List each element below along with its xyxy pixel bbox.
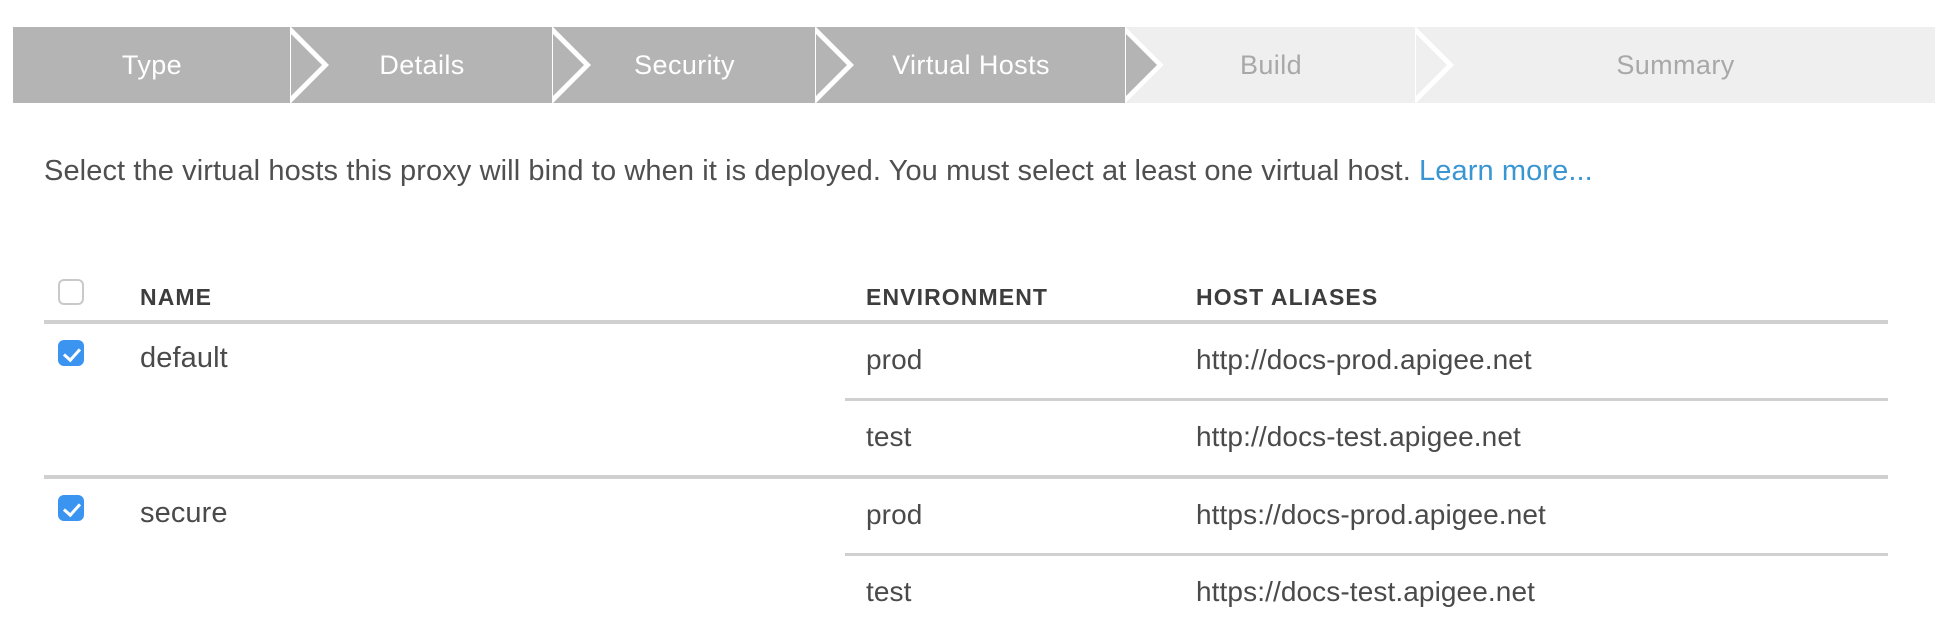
cell-virtual-host-name: default xyxy=(140,342,228,374)
virtual-hosts-table: NAME ENVIRONMENT HOST ALIASES default pr… xyxy=(0,268,1949,630)
cell-host-alias: http://docs-test.apigee.net xyxy=(1196,421,1521,452)
cell-environment: test xyxy=(866,421,912,452)
cell-host-alias: https://docs-prod.apigee.net xyxy=(1196,499,1546,530)
wizard-stepper: Type Details Security Virtual Hosts Buil… xyxy=(13,27,1935,103)
stepper-notch xyxy=(1415,27,1453,103)
stepper-step-build[interactable]: Build xyxy=(1125,27,1454,103)
stepper-notch xyxy=(815,27,853,103)
row-checkbox[interactable] xyxy=(58,495,84,521)
stepper-notch xyxy=(1125,27,1163,103)
table-row[interactable]: secure prod https://docs-prod.apigee.net xyxy=(0,479,1949,553)
stepper-step-type[interactable]: Type xyxy=(13,27,329,103)
stepper-step-virtual-hosts[interactable]: Virtual Hosts xyxy=(815,27,1164,103)
stepper-step-security[interactable]: Security xyxy=(552,27,854,103)
row-checkbox-cell xyxy=(58,340,84,371)
table-header-row: NAME ENVIRONMENT HOST ALIASES xyxy=(0,268,1949,320)
stepper-step-summary[interactable]: Summary xyxy=(1415,27,1935,103)
row-divider xyxy=(845,398,1888,401)
group-divider xyxy=(44,475,1888,479)
cell-environment: prod xyxy=(866,499,923,530)
table-row[interactable]: test https://docs-test.apigee.net xyxy=(0,556,1949,630)
page-description: Select the virtual hosts this proxy will… xyxy=(44,155,1593,188)
cell-virtual-host-name: secure xyxy=(140,497,228,529)
cell-host-alias: https://docs-test.apigee.net xyxy=(1196,576,1536,607)
stepper-step-label: Virtual Hosts xyxy=(892,49,1050,80)
stepper-step-label: Security xyxy=(634,49,735,80)
select-all-checkbox-cell xyxy=(58,279,84,310)
stepper-step-label: Type xyxy=(121,49,183,80)
stepper-step-label: Summary xyxy=(1616,49,1735,80)
stepper-step-details[interactable]: Details xyxy=(290,27,591,103)
column-header-host-aliases: HOST ALIASES xyxy=(1196,284,1379,310)
cell-environment: prod xyxy=(866,344,923,375)
table-group-default: default prod http://docs-prod.apigee.net… xyxy=(0,324,1949,475)
stepper-notch xyxy=(290,27,328,103)
table-row[interactable]: test http://docs-test.apigee.net xyxy=(0,401,1949,475)
column-header-name: NAME xyxy=(140,284,213,310)
row-checkbox[interactable] xyxy=(58,340,84,366)
select-all-checkbox[interactable] xyxy=(58,279,84,305)
stepper-notch xyxy=(552,27,590,103)
cell-environment: test xyxy=(866,576,912,607)
stepper-step-label: Details xyxy=(379,49,465,80)
row-divider xyxy=(845,553,1888,556)
header-divider xyxy=(44,320,1888,324)
cell-host-alias: http://docs-prod.apigee.net xyxy=(1196,344,1532,375)
learn-more-link[interactable]: Learn more... xyxy=(1419,155,1593,187)
description-text: Select the virtual hosts this proxy will… xyxy=(44,155,1420,187)
stepper-step-label: Build xyxy=(1239,49,1303,80)
row-checkbox-cell xyxy=(58,495,84,526)
table-group-secure: secure prod https://docs-prod.apigee.net… xyxy=(0,479,1949,630)
column-header-environment: ENVIRONMENT xyxy=(866,284,1049,310)
table-row[interactable]: default prod http://docs-prod.apigee.net xyxy=(0,324,1949,398)
